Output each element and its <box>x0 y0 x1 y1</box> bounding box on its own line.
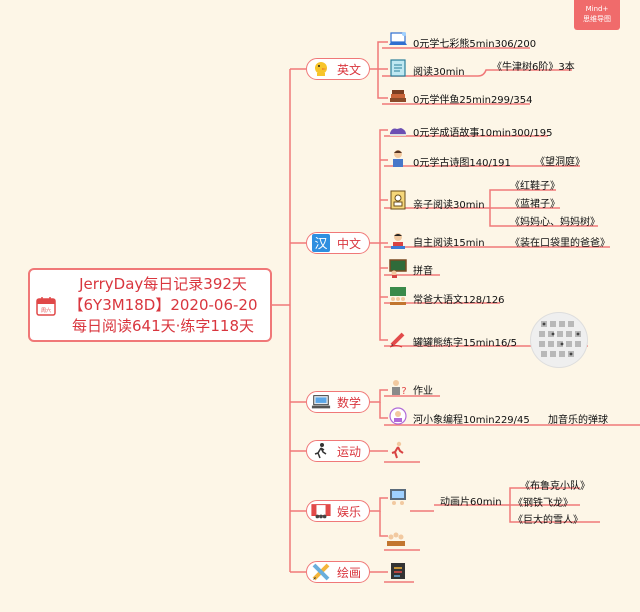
category-sport[interactable]: 运动 <box>306 440 371 462</box>
badge-title: Mind+ <box>585 5 609 13</box>
category-math[interactable]: 数学 <box>306 391 371 413</box>
category-entertainment[interactable]: 娱乐 <box>306 500 371 522</box>
chinese-item-1: 0元学成语故事10min300/195 <box>413 128 553 139</box>
chinese-item-3-sub-1: 《红鞋子》 <box>510 181 560 192</box>
mind-plus-badge: Mind+ 思维导图 <box>574 0 620 30</box>
handwriting-grid-image <box>539 321 581 357</box>
english-item-2: 阅读30min <box>413 67 465 78</box>
chinese-item-2: 0元学古诗图140/191 <box>413 158 511 169</box>
category-label: 中文 <box>337 236 362 251</box>
category-english[interactable]: 英文 <box>306 58 371 80</box>
category-label: 绘画 <box>337 565 362 580</box>
chinese-item-4: 自主阅读15min <box>413 238 485 249</box>
entertainment-item-1-sub-1: 《布鲁克小队》 <box>520 481 590 492</box>
duck-icon <box>311 60 331 78</box>
category-chinese[interactable]: 汉 中文 <box>306 232 371 254</box>
category-label: 数学 <box>337 395 362 410</box>
laptop-icon <box>311 393 331 411</box>
badge-subtitle: 思维导图 <box>583 15 611 23</box>
math-item-2: 河小象编程10min229/45 <box>413 415 530 426</box>
running-girl-icon <box>391 441 404 459</box>
programmer-icon <box>389 407 407 425</box>
sneaker-icon <box>390 128 406 136</box>
tv-icon <box>390 489 406 505</box>
notebook-icon <box>391 563 405 579</box>
chinese-item-3: 亲子阅读30min <box>413 200 485 211</box>
student-icon <box>391 233 405 249</box>
category-label: 娱乐 <box>337 504 362 519</box>
entertainment-item-1: 动画片60min <box>440 497 502 508</box>
chinese-item-4-sub-1: 《装在口袋里的爸爸》 <box>510 238 610 249</box>
math-item-2-sub: 加音乐的弹球 <box>548 415 608 426</box>
root-node[interactable]: 周六 JerryDay每日记录392天 【6Y3M18D】2020-06-20 … <box>28 268 272 342</box>
handwriting-photo[interactable] <box>530 312 588 368</box>
laptop-blue-icon <box>389 32 407 45</box>
chinese-item-3-sub-2: 《蓝裙子》 <box>510 199 560 210</box>
math-item-1: 作业 <box>413 386 433 397</box>
audience-icon <box>387 532 405 546</box>
pencil-write-icon <box>389 332 405 348</box>
chinese-item-5: 拼音 <box>413 266 433 277</box>
pencil-ruler-icon <box>311 563 331 581</box>
reader-book-icon <box>390 190 406 210</box>
chinese-item-6: 常爸大语文128/126 <box>413 295 505 306</box>
root-line-1: JerryDay每日记录392天 <box>79 275 247 293</box>
han-character-icon: 汉 <box>311 234 331 252</box>
notepad-icon <box>390 59 406 77</box>
chinese-item-2-sub-1: 《望洞庭》 <box>535 157 585 168</box>
category-label: 英文 <box>337 62 362 77</box>
svg-text:汉: 汉 <box>314 237 327 252</box>
theater-icon <box>311 502 331 520</box>
root-line-2: 【6Y3M18D】2020-06-20 <box>68 296 258 314</box>
english-item-3: 0元学伴鱼25min299/354 <box>413 95 533 106</box>
svg-text:周六: 周六 <box>41 307 51 314</box>
english-item-2-sub: 《牛津树6阶》3本 <box>492 62 575 73</box>
chinese-item-3-sub-3: 《妈妈心、妈妈树》 <box>510 217 600 228</box>
book-stack-icon <box>390 90 406 102</box>
entertainment-item-1-sub-3: 《巨大的雪人》 <box>513 515 583 526</box>
runner-icon <box>311 442 331 460</box>
svg-text:?: ? <box>401 386 406 397</box>
entertainment-item-1-sub-2: 《钢铁飞龙》 <box>513 498 573 509</box>
category-label: 运动 <box>337 444 362 459</box>
category-drawing[interactable]: 绘画 <box>306 561 371 583</box>
teacher-icon <box>393 150 403 167</box>
chinese-item-7: 罐罐熊练字15min16/5 <box>413 338 518 349</box>
calendar-icon: 周六 <box>36 297 56 316</box>
english-item-1: 0元学七彩熊5min306/200 <box>413 39 537 50</box>
chalkboard-icon <box>389 259 407 278</box>
classroom-icon <box>390 287 406 305</box>
root-line-3: 每日阅读641天·练字118天 <box>71 317 255 335</box>
question-person-icon: ? <box>392 380 407 397</box>
